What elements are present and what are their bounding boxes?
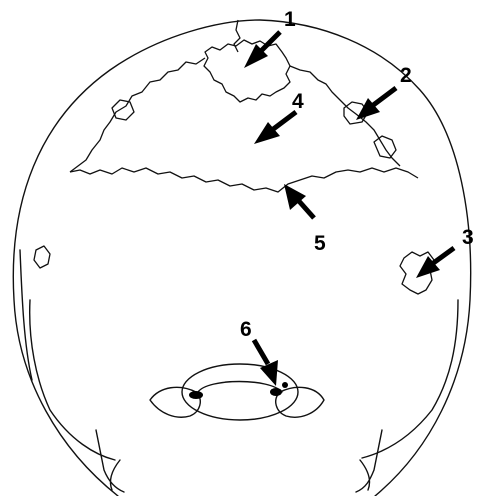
foramen-magnum-inner [197, 380, 283, 393]
lambda-wormian-bone [203, 39, 291, 103]
foramen-magnum [181, 363, 299, 421]
left-sutural-bone [111, 99, 135, 121]
lambdoid-suture [69, 57, 401, 173]
sagittal-suture [233, 19, 241, 53]
skull-outline [12, 19, 472, 496]
label-5: 5 [314, 232, 326, 255]
arrow-1 [244, 30, 282, 68]
left-mastoid-process [95, 429, 125, 493]
label-3: 3 [462, 226, 474, 249]
right-condylar-canal [270, 388, 282, 396]
arrow-4 [254, 110, 298, 144]
label-1: 1 [284, 8, 296, 31]
right-sutural-bone-lower [373, 135, 397, 159]
label-4: 4 [292, 90, 304, 113]
left-asterion-bone [33, 245, 51, 269]
left-inner-edge [19, 249, 33, 381]
transverse-occipital-suture [69, 167, 419, 193]
arrow-3 [416, 245, 456, 278]
occipital-condyle-right [275, 386, 325, 418]
arrow-5 [284, 184, 316, 220]
left-condylar-canal [189, 391, 203, 399]
left-lateral-wall [28, 299, 116, 461]
arrow-2 [356, 86, 398, 120]
label-2: 2 [400, 64, 412, 87]
right-lateral-wall [361, 299, 459, 459]
arrow-6 [251, 338, 278, 386]
occipital-condyle-left [149, 386, 201, 418]
right-mastoid-process [355, 429, 383, 493]
asterion-wormian-bone [399, 251, 435, 295]
label-6: 6 [240, 318, 252, 341]
right-condylar-canal-2 [282, 382, 288, 388]
